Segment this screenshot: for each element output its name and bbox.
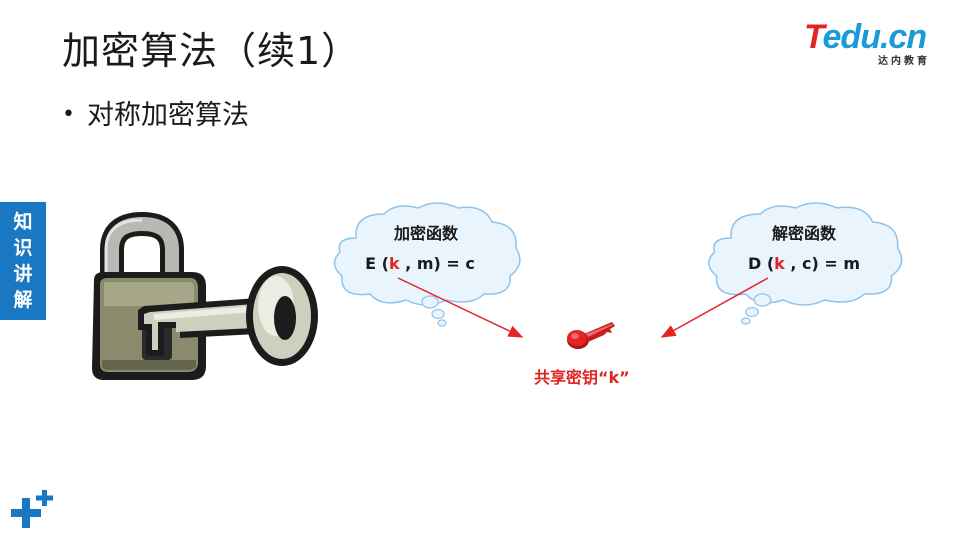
encrypt-arrow <box>398 278 522 337</box>
red-key-icon <box>562 316 622 360</box>
shared-key-label: 共享密钥“k” <box>534 364 630 388</box>
decrypt-arrow <box>662 278 768 337</box>
plus-decoration-icon <box>10 488 58 536</box>
